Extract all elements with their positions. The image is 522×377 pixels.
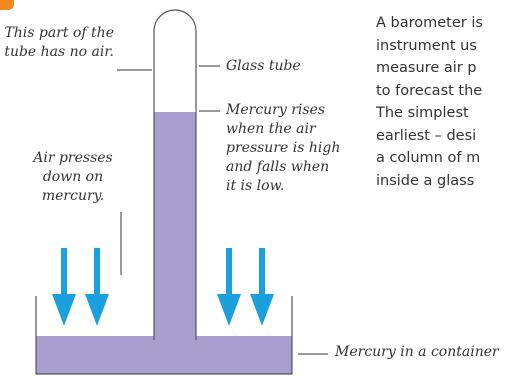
mercury-rises-line: when the air (226, 120, 340, 139)
mercury-rises-line: and falls when (226, 158, 340, 177)
description-line: measure air p (376, 57, 522, 80)
mercury-rises-line: Mercury rises (226, 101, 340, 120)
mercury-rises-label: Mercury rises when the air pressure is h… (226, 101, 340, 196)
no-air-label: This part of the tube has no air. (4, 24, 114, 62)
mercury-rises-line: pressure is high (226, 139, 340, 158)
description-line: instrument us (376, 35, 522, 58)
description-line: a column of m (376, 147, 522, 170)
air-arrow (217, 248, 241, 326)
air-presses-label: Air presses down on mercury. (20, 149, 126, 206)
air-arrow (250, 248, 274, 326)
glass-tube-label: Glass tube (226, 57, 301, 76)
mercury-column (154, 112, 196, 338)
description-line: The simplest (376, 102, 522, 125)
description-line: inside a glass (376, 170, 522, 193)
air-arrow (85, 248, 109, 326)
description-line: to forecast the (376, 80, 522, 103)
air-presses-line: mercury. (20, 187, 126, 206)
mercury-container-label: Mercury in a container (335, 343, 499, 362)
description-line: earliest – desi (376, 125, 522, 148)
description-text: A barometer is instrument us measure air… (376, 12, 522, 192)
no-air-label-line: This part of the (4, 24, 114, 43)
mercury-rises-line: it is low. (226, 177, 340, 196)
no-air-label-line: tube has no air. (4, 43, 114, 62)
description-line: A barometer is (376, 12, 522, 35)
air-presses-line: down on (20, 168, 126, 187)
mercury-container-fill (36, 336, 292, 374)
air-presses-line: Air presses (20, 149, 126, 168)
air-arrow (52, 248, 76, 326)
